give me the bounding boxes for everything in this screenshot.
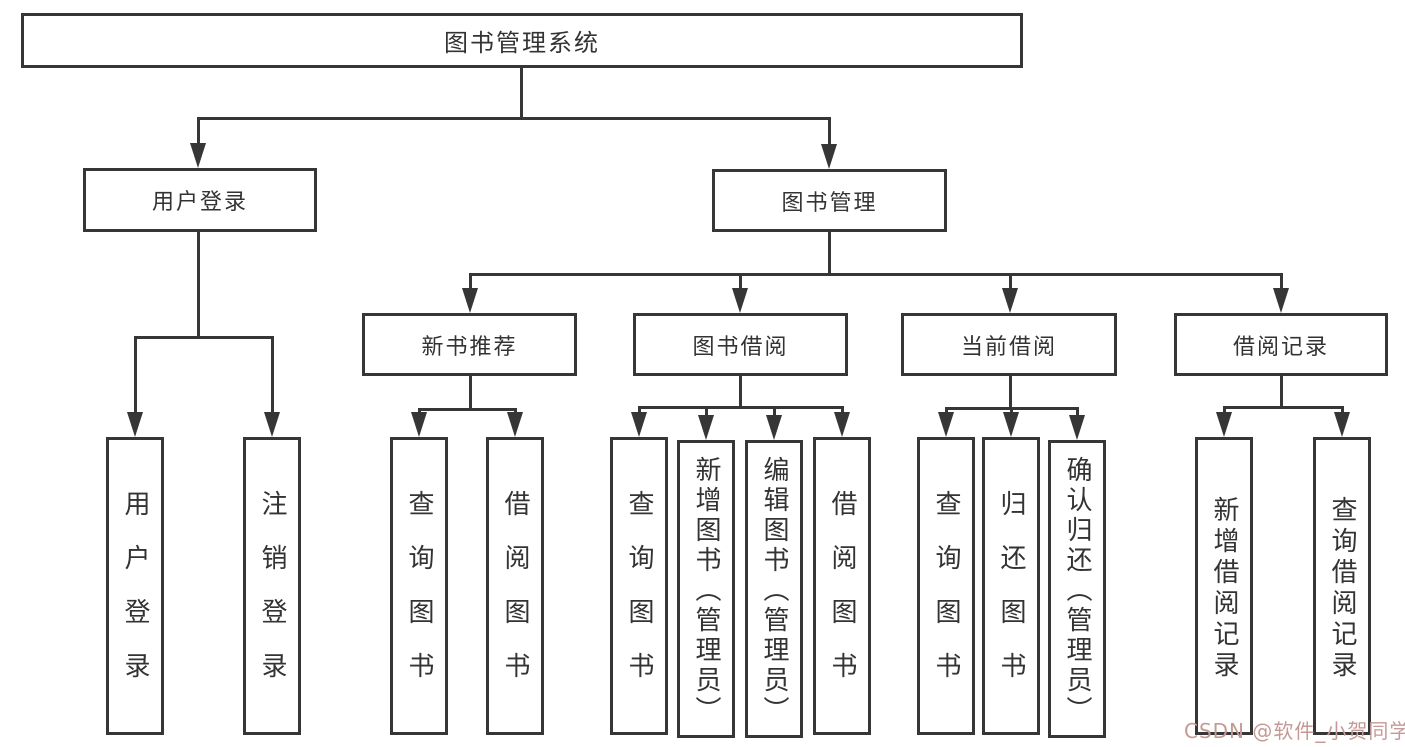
arrowhead-to-book-borrow — [732, 288, 748, 313]
arrowhead-to-leaf-query-book-2 — [631, 412, 647, 437]
arrowhead-to-leaf-borrow-book-2 — [834, 412, 850, 437]
leaf-borrow-book-1-label: 借阅图书 — [500, 490, 530, 706]
node-book-borrow-label: 图书借阅 — [692, 334, 789, 360]
connector-l2-drop-left — [197, 117, 200, 147]
arrowhead-to-leaf-return-book — [1003, 412, 1019, 437]
connector-root-stem — [520, 68, 523, 119]
leaf-return-book: 归还图书 — [982, 437, 1040, 735]
arrowhead-to-book-mgmt — [821, 144, 837, 169]
node-borrow-records-label: 借阅记录 — [1232, 334, 1329, 360]
connector-bookmgmt-stem — [828, 232, 831, 276]
connector-l2-drop-right — [828, 117, 831, 148]
connector-l3-bar — [469, 273, 1283, 276]
node-new-book-rec: 新书推荐 — [362, 313, 577, 376]
arrowhead-to-leaf-user-login — [127, 412, 143, 437]
leaf-user-login: 用户登录 — [106, 437, 164, 735]
leaf-edit-book: 编辑图书（管理员） — [745, 440, 803, 738]
connector-borrowrecords-stem — [1280, 376, 1283, 409]
leaf-add-book-label: 新增图书（管理员） — [691, 456, 721, 726]
leaf-confirm-return-label: 确认归还（管理员） — [1062, 456, 1092, 726]
arrowhead-to-borrow-records — [1273, 288, 1289, 313]
node-book-mgmt-label: 图书管理 — [781, 190, 878, 216]
node-new-book-rec-label: 新书推荐 — [421, 334, 518, 360]
connector-currentborrow-stem — [1009, 376, 1012, 410]
arrowhead-to-leaf-query-book-3 — [938, 412, 954, 437]
leaf-return-book-label: 归还图书 — [996, 490, 1026, 706]
connector-bookborrow-stem — [739, 376, 742, 409]
leaf-query-book-2-label: 查询图书 — [624, 490, 654, 706]
arrowhead-to-leaf-logout — [264, 412, 280, 437]
leaf-logout: 注销登录 — [243, 437, 301, 735]
connector-userlogin-bar — [134, 336, 274, 339]
arrowhead-to-leaf-add-record — [1216, 412, 1232, 437]
connector-newbookrec-stem — [469, 376, 472, 411]
leaf-confirm-return: 确认归还（管理员） — [1048, 440, 1106, 738]
arrowhead-to-leaf-edit-book — [766, 415, 782, 440]
arrowhead-to-leaf-query-record — [1334, 412, 1350, 437]
leaf-query-book-3-label: 查询图书 — [931, 490, 961, 706]
leaf-logout-label: 注销登录 — [257, 490, 287, 706]
leaf-add-book: 新增图书（管理员） — [677, 440, 735, 738]
connector-userlogin-drop-right — [271, 336, 274, 416]
leaf-edit-book-label: 编辑图书（管理员） — [759, 456, 789, 726]
node-current-borrow-label: 当前借阅 — [960, 334, 1057, 360]
leaf-borrow-book-2-label: 借阅图书 — [827, 490, 857, 706]
connector-newbookrec-bar — [418, 408, 517, 411]
leaf-query-book-3: 查询图书 — [917, 437, 975, 735]
connector-l3-drop-1 — [469, 273, 472, 292]
leaf-query-book-1-label: 查询图书 — [404, 490, 434, 706]
connector-borrowrecords-bar — [1223, 406, 1344, 409]
connector-l3-drop-3 — [1009, 273, 1012, 292]
leaf-query-record-label: 查询借阅记录 — [1327, 495, 1357, 682]
node-book-borrow: 图书借阅 — [633, 313, 848, 376]
arrowhead-to-current-borrow — [1002, 288, 1018, 313]
connector-l2-bar — [197, 117, 831, 120]
leaf-user-login-label: 用户登录 — [120, 490, 150, 706]
csdn-watermark: CSDN @软件_小贺同学 — [1184, 719, 1405, 743]
leaf-add-record-label: 新增借阅记录 — [1209, 495, 1239, 682]
arrowhead-to-new-book-rec — [462, 288, 478, 313]
node-user-login: 用户登录 — [83, 168, 317, 232]
leaf-borrow-book-1: 借阅图书 — [486, 437, 544, 735]
leaf-query-record: 查询借阅记录 — [1313, 437, 1371, 735]
arrowhead-to-leaf-confirm-return — [1069, 415, 1085, 440]
leaf-query-book-2: 查询图书 — [610, 437, 668, 735]
arrowhead-to-user-login — [190, 143, 206, 168]
connector-l3-drop-4 — [1280, 273, 1283, 292]
arrowhead-to-leaf-borrow-book-1 — [507, 412, 523, 437]
connector-userlogin-drop-left — [134, 336, 137, 416]
leaf-query-book-1: 查询图书 — [390, 437, 448, 735]
node-current-borrow: 当前借阅 — [901, 313, 1117, 376]
leaf-borrow-book-2: 借阅图书 — [813, 437, 871, 735]
node-borrow-records: 借阅记录 — [1174, 313, 1388, 376]
connector-currentborrow-drop-3 — [1076, 407, 1079, 421]
arrowhead-to-leaf-query-book-1 — [411, 412, 427, 437]
node-root-label: 图书管理系统 — [444, 29, 600, 57]
leaf-add-record: 新增借阅记录 — [1195, 437, 1253, 735]
arrowhead-to-leaf-add-book — [698, 415, 714, 440]
node-user-login-label: 用户登录 — [151, 190, 248, 215]
node-root: 图书管理系统 — [21, 13, 1023, 68]
connector-l3-drop-2 — [739, 273, 742, 292]
connector-bookborrow-drop-2 — [705, 406, 708, 420]
connector-bookborrow-drop-3 — [773, 406, 776, 420]
node-book-mgmt: 图书管理 — [712, 169, 947, 232]
connector-bookborrow-bar — [638, 406, 844, 409]
connector-userlogin-stem — [197, 232, 200, 339]
